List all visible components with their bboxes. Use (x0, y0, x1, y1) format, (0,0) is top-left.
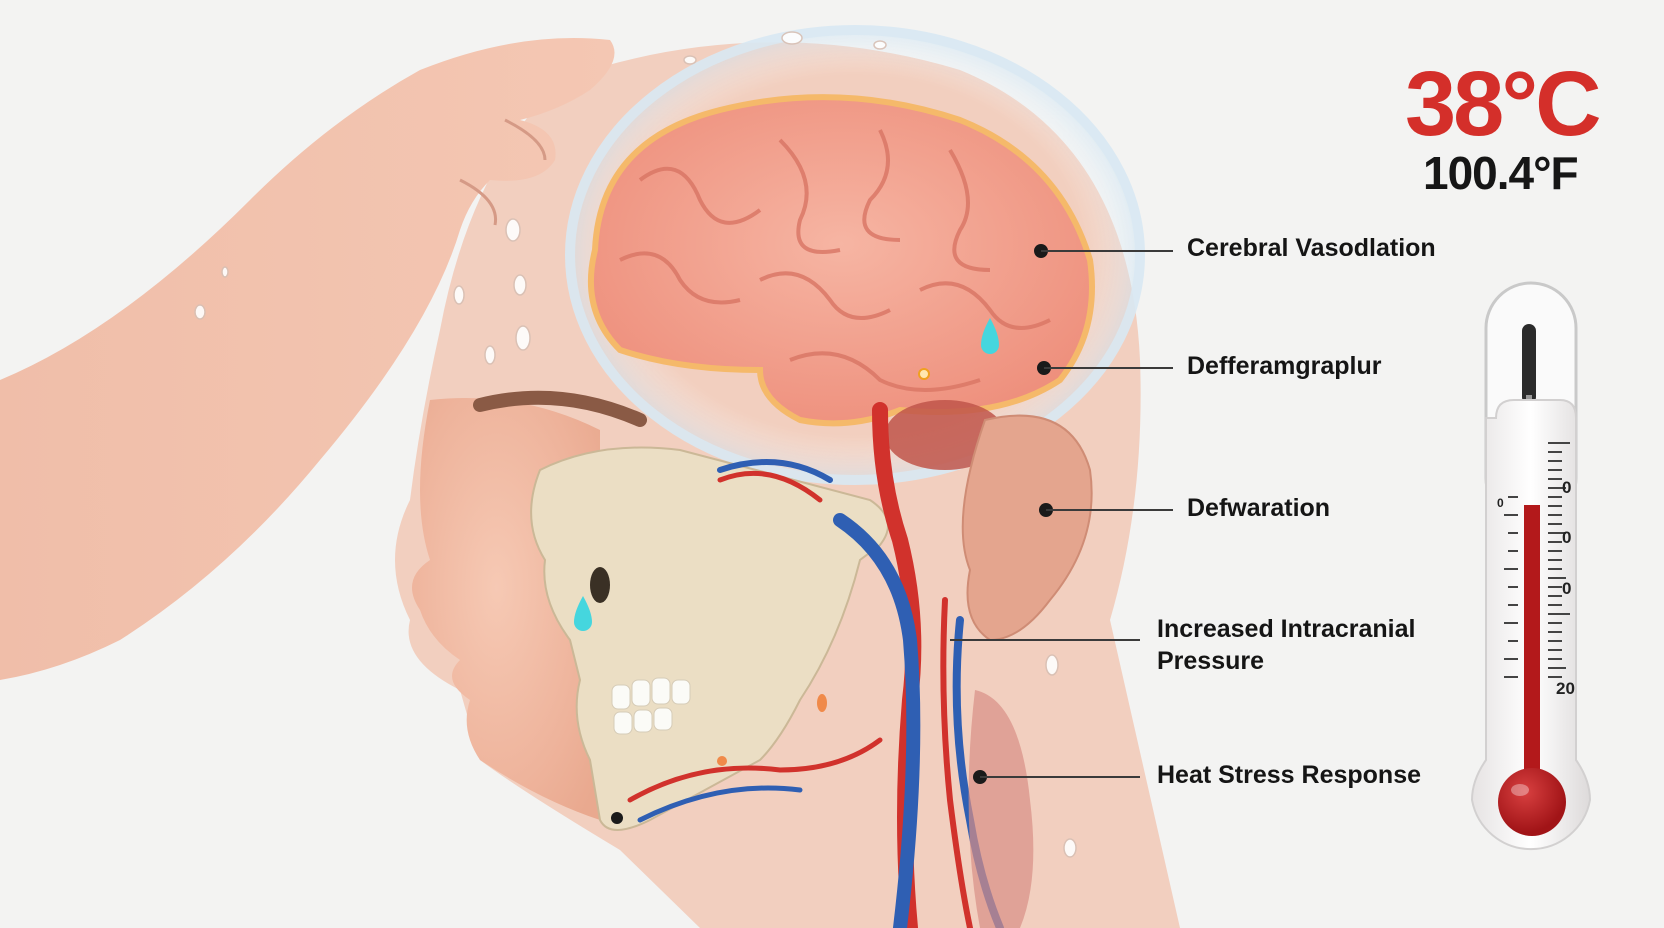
annotation-temporal-lobe: Defferamgraplur (1187, 352, 1382, 380)
thermometer-scale-label: 0 (1562, 528, 1572, 547)
annotation-heat-stress-response: Heat Stress Response (1157, 761, 1422, 789)
ear (961, 414, 1093, 642)
temperature-fahrenheit: 100.4°F (1423, 147, 1579, 199)
tear-drop-icon (574, 596, 592, 631)
sweat-drop-icon (981, 318, 999, 354)
annotation-intracranial-pressure-line1: Increased Intracranial (1157, 615, 1416, 643)
annotation-ear: Defwaration (1187, 494, 1331, 522)
eyebrow (473, 390, 647, 427)
annotation-cerebral-vasodilation: Cerebral Vasodlation (1187, 234, 1436, 262)
thermometer-scale-label: 0 (1497, 496, 1504, 510)
hand (0, 38, 615, 680)
leader-line (980, 776, 1140, 778)
leader-line (1041, 250, 1173, 252)
leader-line (950, 639, 1140, 641)
temperature-celsius: 38°C (1405, 53, 1602, 155)
thermometer-scale-label: 0 (1562, 579, 1572, 598)
sweat-drop-icon (194, 31, 1077, 858)
annotation-intracranial-pressure-line2: Pressure (1157, 647, 1265, 675)
brain (587, 94, 1095, 427)
thermometer-scale-label: 20 (1556, 679, 1575, 698)
thermometer-icon (1470, 281, 1592, 851)
leader-line (1046, 509, 1173, 511)
thermometer-scale-label: 0 (1562, 478, 1572, 497)
leader-line (1044, 367, 1173, 369)
